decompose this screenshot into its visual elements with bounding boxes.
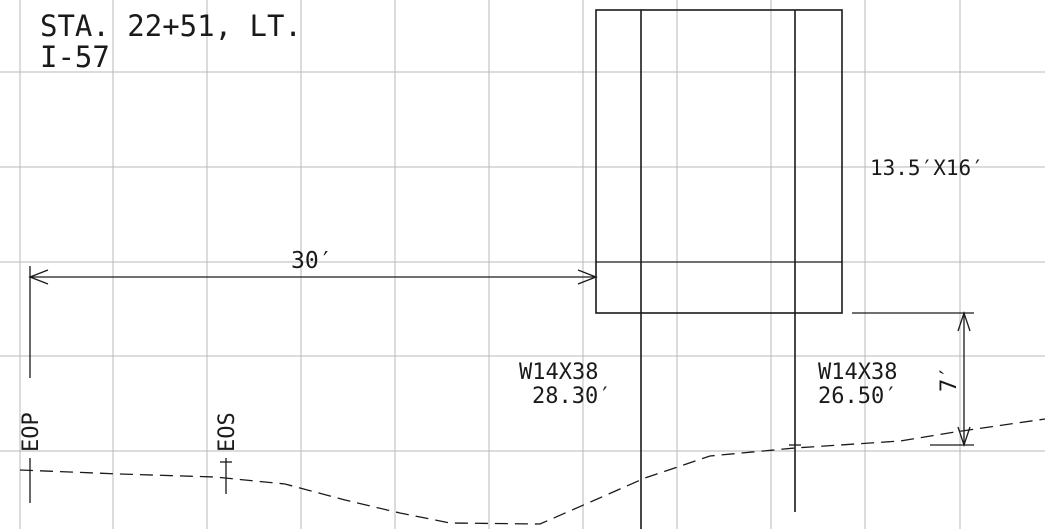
post-right-length-label: 26.50′ — [818, 384, 897, 409]
offset-dimension-label: 30′ — [291, 248, 333, 274]
eos-label: EOS — [215, 412, 240, 452]
post-left-section-label: W14X38 — [519, 360, 598, 385]
vertical-dimension-label: 7′ — [937, 366, 962, 393]
sign-outline — [595, 9, 843, 314]
arrowhead-up — [957, 310, 971, 332]
post-left-length-label: 28.30′ — [532, 384, 611, 409]
post-right-section-label: W14X38 — [818, 360, 897, 385]
vertical-clearance-dimension — [852, 310, 974, 448]
ground-profile-line — [19, 418, 1045, 525]
station-label: STA. 22+51, LT. — [40, 9, 302, 43]
sign-size-label: 13.5′X16′ — [870, 156, 984, 180]
eop-label: EOP — [19, 412, 44, 452]
arrowhead-right — [577, 269, 598, 285]
arrowhead-down — [957, 426, 971, 448]
eos-marker — [220, 458, 232, 494]
sign-panel — [595, 9, 843, 314]
route-label: I-57 — [40, 40, 110, 74]
